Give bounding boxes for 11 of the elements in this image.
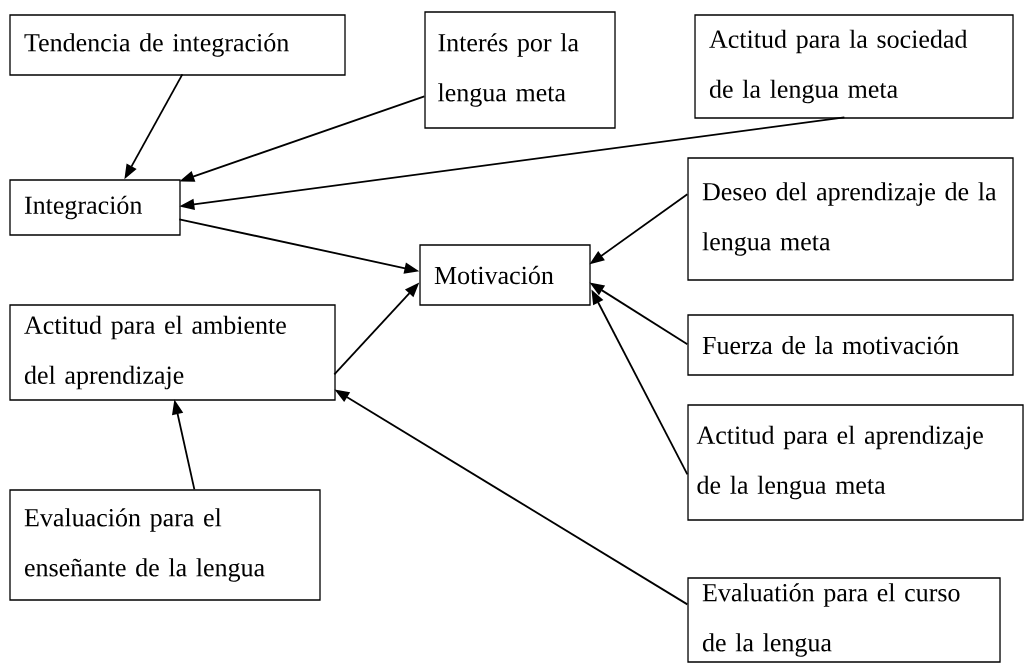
process-box: Integración	[9, 179, 181, 236]
process-box: Evaluatión para el curso de la lengua	[687, 577, 1001, 663]
process-box: Actitud para el ambiente del aprendizaje	[9, 304, 336, 401]
process-box: Actitud para la sociedad de la lengua meta	[694, 14, 1014, 119]
process-box: Evaluación para el enseñante de la lengua	[9, 489, 321, 601]
process-box: Actitud para el aprendizaje de la lengua meta	[687, 404, 1024, 521]
process-box: Fuerza de la motivación	[687, 314, 1014, 376]
process-box: Motivación	[419, 244, 591, 306]
process-box: Deseo del aprendizaje de la lengua meta	[687, 157, 1014, 281]
process-box: Interés por la lengua meta	[424, 11, 616, 129]
process-box: Tendencia de integración	[9, 14, 346, 76]
